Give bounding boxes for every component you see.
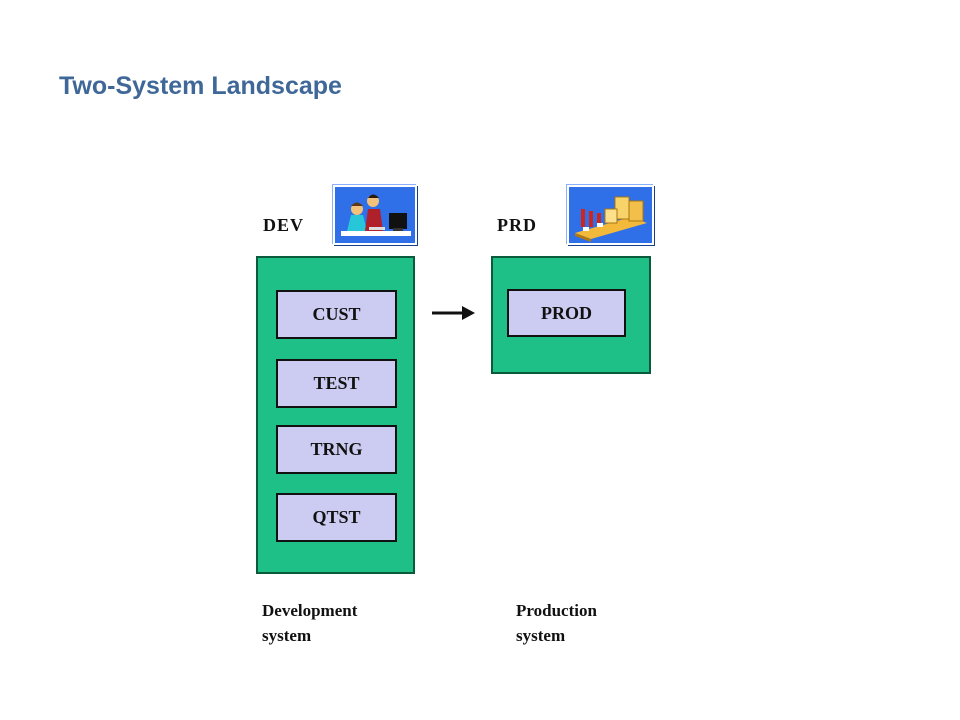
developer-at-workstation-icon (333, 185, 417, 245)
dev-caption-line-1: Development (262, 601, 358, 620)
slide-title: Two-System Landscape (59, 72, 342, 100)
factory-production-icon (567, 185, 654, 245)
client-box-test: TEST (276, 359, 397, 408)
transport-arrow (432, 306, 475, 320)
prd-caption: Production system (516, 598, 597, 648)
client-box-prod: PROD (507, 289, 626, 337)
prd-caption-line-1: Production (516, 601, 597, 620)
client-box-qtst: QTST (276, 493, 397, 542)
dev-caption-line-2: system (262, 626, 312, 645)
prd-system-code: PRD (497, 215, 537, 235)
dev-system-box: CUST TEST TRNG QTST (256, 256, 415, 574)
client-box-trng: TRNG (276, 425, 397, 474)
prd-caption-line-2: system (516, 626, 566, 645)
dev-caption: Development system (262, 598, 357, 648)
dev-system-code: DEV (263, 215, 305, 235)
prd-system-box: PROD (491, 256, 651, 374)
client-box-cust: CUST (276, 290, 397, 339)
